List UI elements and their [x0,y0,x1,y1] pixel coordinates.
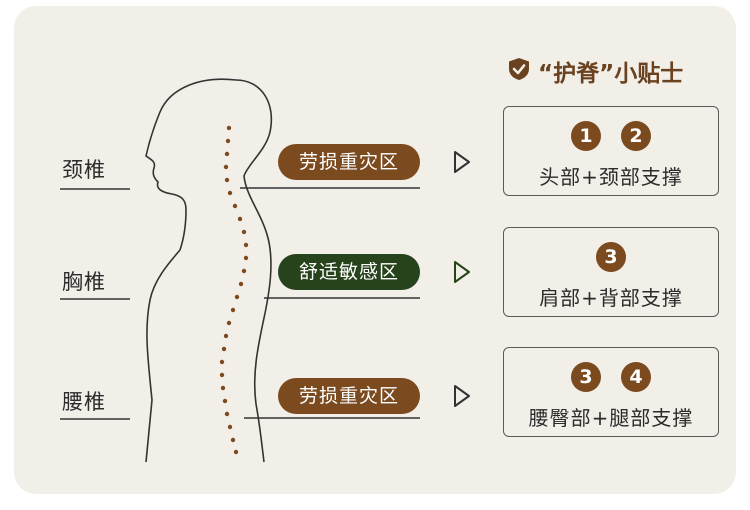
zone-pill-lumbar: 劳损重灾区 [278,378,420,414]
tip-number-badge: 3 [596,242,626,272]
zone-pill-cervical: 劳损重灾区 [278,144,420,180]
region-label-thoracic: 胸椎 [62,270,106,294]
arrow-icon [454,385,470,407]
arrow-icon [454,151,470,173]
arrow-icon [454,261,470,283]
tip-number-badge: 2 [621,121,651,151]
tip-text-cervical: 头部+颈部支撑 [539,165,683,189]
tip-number-badge: 3 [571,362,601,392]
region-label-cervical: 颈椎 [62,158,106,182]
tips-title-text: “护脊”小贴士 [538,61,684,87]
region-label-lumbar: 腰椎 [62,390,106,414]
tip-number-badge: 1 [571,121,601,151]
tip-box-thoracic: 3 肩部+背部支撑 [503,227,719,317]
spine-dots [219,125,249,455]
tip-number-badge: 4 [621,362,651,392]
tip-text-lumbar: 腰臀部+腿部支撑 [528,406,694,430]
tip-text-thoracic: 肩部+背部支撑 [539,286,683,310]
shield-check-icon [509,58,529,80]
zone-pill-thoracic: 舒适敏感区 [278,254,420,290]
